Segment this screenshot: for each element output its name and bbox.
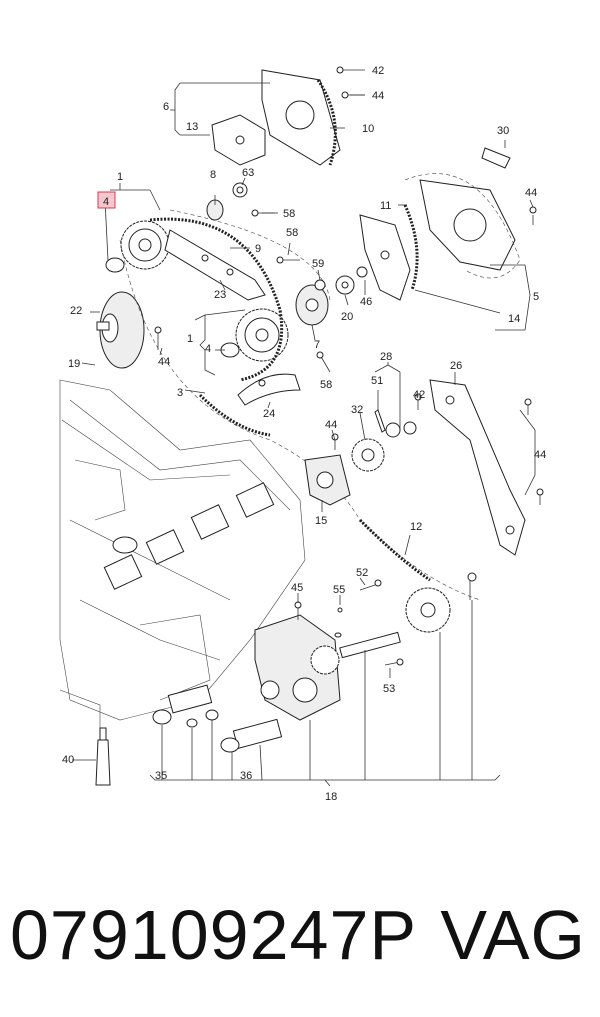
highlighted-callout-box <box>97 191 116 209</box>
camshaft-adjuster-22 <box>96 291 145 369</box>
callout-4-highlighted: 4 <box>103 196 109 208</box>
callout: 58 <box>286 227 298 239</box>
callout: 13 <box>186 121 198 133</box>
balance-shaft-module <box>254 614 401 721</box>
sealant-tube-40 <box>95 727 111 786</box>
callout: 40 <box>62 754 74 766</box>
timing-chain-upper <box>149 217 284 382</box>
chain-housing-5 <box>403 173 521 291</box>
clip-30 <box>481 147 511 169</box>
callout: 30 <box>497 125 509 137</box>
adjuster-ring-4 <box>105 257 125 273</box>
piston-pins <box>152 684 283 753</box>
callout: 42 <box>413 389 425 401</box>
callout: 23 <box>214 289 226 301</box>
callout: 63 <box>242 167 254 179</box>
part-info-footer: 079109247P VAG <box>0 880 600 990</box>
callout: 44 <box>325 419 337 431</box>
callout: 52 <box>356 567 368 579</box>
guide-bracket-14 <box>359 214 411 301</box>
callout: 15 <box>315 515 327 527</box>
callout: 44 <box>525 187 537 199</box>
idler-assembly <box>295 266 368 326</box>
callout: 10 <box>362 123 374 135</box>
callout: 1 <box>187 333 193 345</box>
callout: 35 <box>155 770 167 782</box>
callout: 53 <box>383 683 395 695</box>
callout: 58 <box>283 208 295 220</box>
callout: 28 <box>380 351 392 363</box>
callout: 44 <box>372 90 384 102</box>
callout: 1 <box>117 171 123 183</box>
brand-name: VAG <box>440 896 586 974</box>
callout: 36 <box>240 770 252 782</box>
guide-rail-26 <box>429 379 526 556</box>
chain-housing-10 <box>261 69 341 166</box>
callout: 46 <box>360 296 372 308</box>
part-number: 079109247P <box>10 896 418 974</box>
bracket-13 <box>211 114 266 166</box>
callout: 4 <box>205 343 211 355</box>
callout: 26 <box>450 360 462 372</box>
callout: 5 <box>533 291 539 303</box>
callout: 45 <box>291 582 303 594</box>
bolts <box>154 66 544 666</box>
callout: 6 <box>163 101 169 113</box>
callout-labels: 4 1 6 13 42 44 10 8 63 58 9 58 59 23 46 … <box>62 65 546 803</box>
callout: 58 <box>320 379 332 391</box>
callout: 42 <box>372 65 384 77</box>
callout: 32 <box>351 404 363 416</box>
timing-chain-3 <box>198 393 271 437</box>
callout: 9 <box>255 243 261 255</box>
camshaft-sprocket-lower <box>220 308 289 362</box>
timing-chain-exploded-diagram: 4 1 6 13 42 44 10 8 63 58 9 58 59 23 46 … <box>59 65 546 803</box>
washer-63 <box>206 182 248 221</box>
guide-rail-24 <box>237 373 301 406</box>
callout: 22 <box>70 305 82 317</box>
callout: 59 <box>312 258 324 270</box>
timing-chain-12 <box>358 518 431 582</box>
chain-tensioner-9 <box>164 229 266 301</box>
callout: 14 <box>508 313 520 325</box>
bolt-51 <box>374 409 417 438</box>
callout: 8 <box>210 169 216 181</box>
callout: 18 <box>325 791 337 803</box>
callout: 44 <box>158 356 170 368</box>
callout: 51 <box>371 375 383 387</box>
callout: 12 <box>410 521 422 533</box>
oil-pump-15 <box>304 454 351 506</box>
callout: 55 <box>333 584 345 596</box>
callout: 11 <box>380 200 391 212</box>
sprocket-lower <box>405 587 451 633</box>
callout: 3 <box>177 387 183 399</box>
camshaft-sprocket-upper <box>120 220 170 270</box>
callout: 44 <box>534 449 546 461</box>
callout: 7 <box>314 339 320 351</box>
leader-lines <box>72 82 536 787</box>
callout: 20 <box>341 311 353 323</box>
callout: 24 <box>263 408 275 420</box>
sprocket-32 <box>351 438 385 472</box>
callout: 19 <box>68 358 80 370</box>
